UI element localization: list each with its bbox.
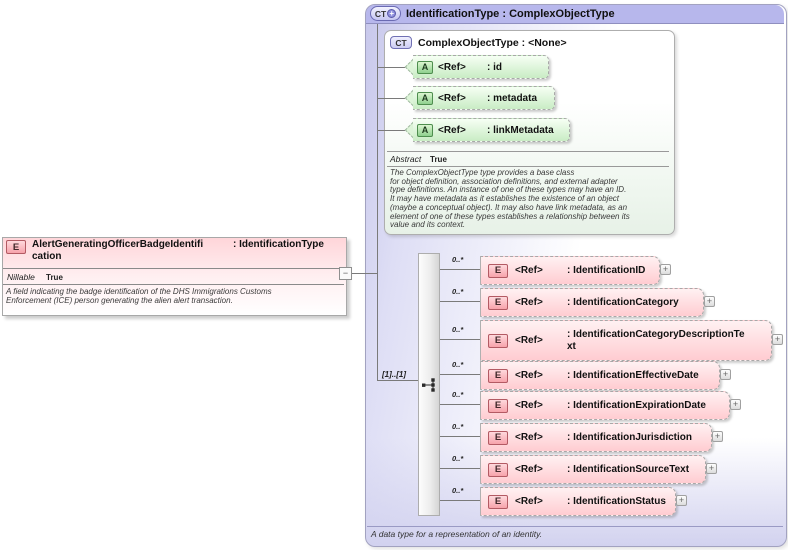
element-documentation: A field indicating the badge identificat… bbox=[6, 287, 272, 305]
abstract-label: Abstract bbox=[390, 154, 422, 164]
element-ref: <Ref> bbox=[515, 400, 543, 411]
sequence-bar[interactable] bbox=[418, 253, 440, 516]
element-icon: E bbox=[488, 430, 508, 445]
element-box-identificationjurisdiction[interactable]: E <Ref> : IdentificationJurisdiction bbox=[480, 423, 712, 452]
element-icon: E bbox=[488, 333, 508, 348]
element-box-identificationcategory[interactable]: E <Ref> : IdentificationCategory bbox=[480, 288, 704, 317]
divider bbox=[3, 268, 344, 269]
collapse-button[interactable]: − bbox=[339, 267, 352, 280]
attribute-name: : metadata bbox=[487, 92, 538, 104]
element-icon: E bbox=[6, 240, 26, 254]
divider bbox=[3, 284, 344, 285]
element-ref: <Ref> bbox=[515, 297, 543, 308]
element-box-identificationsourcetext[interactable]: E <Ref> : IdentificationSourceText bbox=[480, 455, 706, 484]
attribute-icon: A bbox=[417, 123, 433, 137]
plus-circle-icon: + bbox=[387, 9, 397, 18]
element-name: : IdentificationID bbox=[567, 264, 646, 276]
element-name: : IdentificationJurisdiction bbox=[567, 431, 693, 443]
cardinality-label: 0..* bbox=[452, 325, 464, 334]
element-icon: E bbox=[488, 295, 508, 310]
expand-button[interactable]: + bbox=[730, 399, 741, 410]
connector-line bbox=[440, 374, 480, 375]
complex-type-plus-icon: CT + bbox=[370, 6, 401, 21]
cardinality-label: 0..* bbox=[452, 287, 464, 296]
element-ref: <Ref> bbox=[515, 370, 543, 381]
expand-button[interactable]: + bbox=[712, 431, 723, 442]
element-ref: <Ref> bbox=[515, 432, 543, 443]
connector-line bbox=[440, 301, 480, 302]
type-box-header[interactable] bbox=[366, 5, 784, 24]
connector-line bbox=[377, 130, 405, 131]
cardinality-label: 0..* bbox=[452, 486, 464, 495]
element-name: : IdentificationSourceText bbox=[567, 463, 690, 475]
connector-line bbox=[377, 380, 418, 381]
connector-line bbox=[440, 500, 480, 501]
attribute-name: : linkMetadata bbox=[487, 124, 554, 136]
element-ref: <Ref> bbox=[515, 265, 543, 276]
nillable-value: True bbox=[46, 273, 63, 282]
connector-line bbox=[377, 67, 405, 68]
element-name: : IdentificationStatus bbox=[567, 495, 666, 507]
type-documentation: A data type for a representation of an i… bbox=[371, 529, 543, 539]
attribute-icon: A bbox=[417, 91, 433, 105]
attribute-ref: <Ref> bbox=[438, 61, 466, 73]
expand-button[interactable]: + bbox=[772, 334, 783, 345]
expand-button[interactable]: + bbox=[720, 369, 731, 380]
attribute-ref: <Ref> bbox=[438, 124, 466, 136]
expand-button[interactable]: + bbox=[676, 495, 687, 506]
expand-button[interactable]: + bbox=[706, 463, 717, 474]
base-type-title: ComplexObjectType : <None> bbox=[418, 37, 567, 49]
connector-line bbox=[377, 24, 378, 381]
complex-type-icon: CT bbox=[390, 36, 412, 49]
element-icon: E bbox=[488, 263, 508, 278]
cardinality-label: 0..* bbox=[452, 360, 464, 369]
connector-line bbox=[440, 436, 480, 437]
attribute-box-metadata[interactable]: A <Ref> : metadata bbox=[404, 86, 555, 110]
attribute-name: : id bbox=[487, 61, 502, 73]
connector-line bbox=[440, 269, 480, 270]
element-box-alertgeneratingofficerbadgeidentification[interactable] bbox=[2, 237, 347, 316]
attribute-box-linkmetadata[interactable]: A <Ref> : linkMetadata bbox=[404, 118, 570, 142]
cardinality-label: 0..* bbox=[452, 422, 464, 431]
cardinality-label: 0..* bbox=[452, 390, 464, 399]
connector-line bbox=[352, 273, 377, 274]
attribute-ref: <Ref> bbox=[438, 92, 466, 104]
element-name: : IdentificationExpirationDate bbox=[567, 399, 706, 411]
expand-button[interactable]: + bbox=[704, 296, 715, 307]
element-box-identificationexpirationdate[interactable]: E <Ref> : IdentificationExpirationDate bbox=[480, 391, 730, 420]
sequence-icon bbox=[422, 378, 435, 392]
element-icon: E bbox=[488, 462, 508, 477]
element-box-identificationcategorydescriptiontext[interactable]: E <Ref> : IdentificationCategoryDescript… bbox=[480, 320, 772, 361]
nillable-label: Nillable bbox=[7, 272, 35, 282]
element-box-identificationstatus[interactable]: E <Ref> : IdentificationStatus bbox=[480, 487, 676, 516]
footer-divider bbox=[367, 526, 783, 527]
element-box-identificationid[interactable]: E <Ref> : IdentificationID bbox=[480, 256, 660, 285]
abstract-value: True bbox=[430, 155, 447, 164]
attribute-box-id[interactable]: A <Ref> : id bbox=[404, 55, 549, 79]
connector-line bbox=[440, 404, 480, 405]
element-ref: <Ref> bbox=[515, 496, 543, 507]
cardinality-label: 0..* bbox=[452, 454, 464, 463]
base-type-documentation: The ComplexObjectType type provides a ba… bbox=[390, 168, 630, 230]
connector-line bbox=[377, 98, 405, 99]
element-icon: E bbox=[488, 398, 508, 413]
element-name: : IdentificationEffectiveDate bbox=[567, 369, 699, 381]
element-icon: E bbox=[488, 368, 508, 383]
attribute-icon: A bbox=[417, 60, 433, 74]
cardinality-label: 0..* bbox=[452, 255, 464, 264]
divider bbox=[387, 151, 669, 152]
sequence-cardinality: [1]..[1] bbox=[382, 370, 406, 379]
element-ref: <Ref> bbox=[515, 464, 543, 475]
type-box-title: IdentificationType : ComplexObjectType bbox=[406, 8, 615, 20]
expand-button[interactable]: + bbox=[660, 264, 671, 275]
connector-line bbox=[440, 339, 480, 340]
element-box-identificationeffectivedate[interactable]: E <Ref> : IdentificationEffectiveDate bbox=[480, 361, 720, 390]
element-ref: <Ref> bbox=[515, 335, 543, 346]
element-name: : IdentificationCategory bbox=[567, 296, 679, 308]
element-icon: E bbox=[488, 494, 508, 509]
connector-line bbox=[440, 468, 480, 469]
divider bbox=[387, 166, 669, 167]
